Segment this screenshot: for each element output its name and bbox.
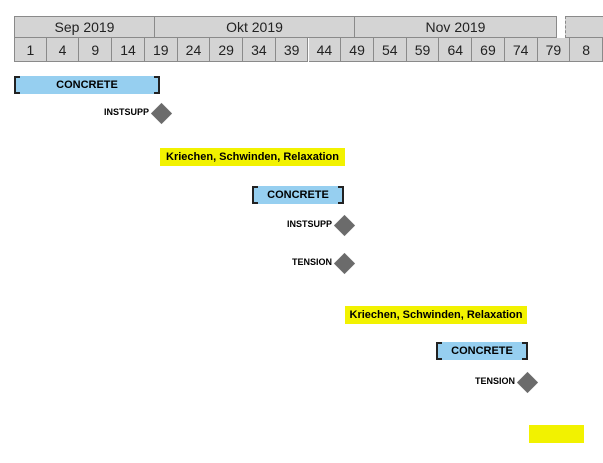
day-header-cell: 4 [46,38,80,62]
task-label: CONCRETE [451,345,513,357]
creep-shrinkage-relaxation-bar[interactable]: Kriechen, Schwinden, Relaxation [160,148,345,166]
month-header-cell: Nov 2019 [355,16,557,38]
day-header-cell: 69 [472,38,505,62]
milestone-diamond-icon [333,252,356,275]
concrete-task-bar[interactable]: CONCRETE [436,342,528,360]
milestone-label: INSTSUPP [286,219,332,229]
day-header-cell: 19 [144,38,178,62]
milestone-diamond-icon [516,371,539,394]
day-header-cell: 74 [504,38,538,62]
concrete-task-bar[interactable]: CONCRETE [14,76,160,94]
month-header-cell: Sep 2019 [14,16,155,38]
milestone-label: TENSION [474,376,515,386]
day-header-cell: 34 [243,38,276,62]
month-header-cell [565,16,603,38]
day-header-cell: 39 [275,38,309,62]
day-header-cell: 14 [112,38,145,62]
day-header-cell: 49 [341,38,374,62]
day-header-cell: 79 [537,38,571,62]
day-header-cell: 54 [373,38,407,62]
day-header-cell: 8 [570,38,603,62]
day-header-cell: 59 [406,38,440,62]
milestone-diamond-icon [333,214,356,237]
day-header-cell: 64 [439,38,473,62]
milestone-diamond-icon [150,102,173,125]
concrete-task-bar[interactable]: CONCRETE [252,186,344,204]
task-label: Kriechen, Schwinden, Relaxation [166,151,339,163]
task-label: CONCRETE [267,189,329,201]
milestone-label: INSTSUPP [103,107,149,117]
day-header-cell: 24 [177,38,211,62]
milestone-label: TENSION [291,257,332,267]
day-header-cell: 9 [79,38,113,62]
day-header-cell: 29 [210,38,244,62]
day-header-cell: 44 [308,38,342,62]
day-header-cell: 1 [14,38,47,62]
creep-shrinkage-relaxation-bar[interactable] [529,425,584,443]
creep-shrinkage-relaxation-bar[interactable]: Kriechen, Schwinden, Relaxation [345,306,527,324]
task-label: Kriechen, Schwinden, Relaxation [349,309,523,321]
task-label: CONCRETE [56,79,118,91]
month-header-cell: Okt 2019 [155,16,355,38]
